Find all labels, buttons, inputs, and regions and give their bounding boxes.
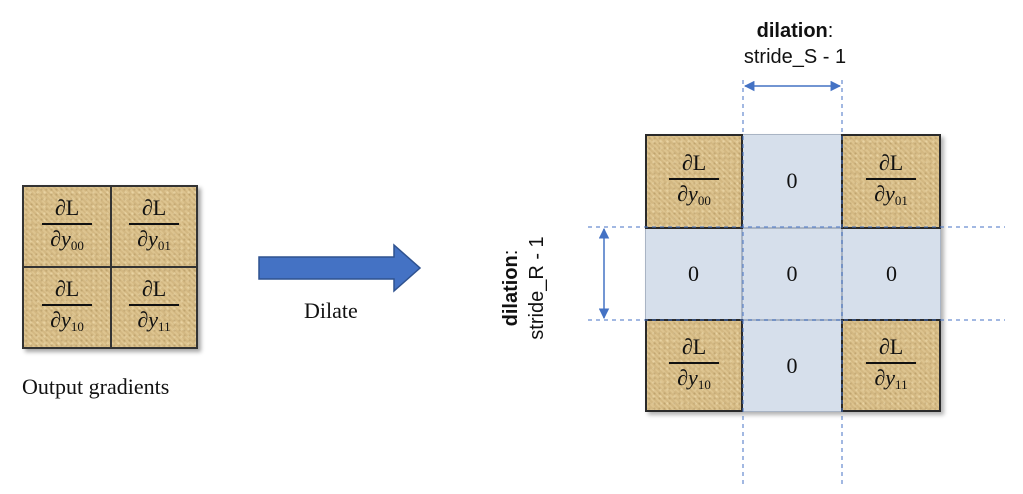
grad-numerator: ∂L (681, 149, 707, 175)
grad-numerator: ∂L (878, 333, 904, 359)
grad-denominator-var: y (885, 180, 895, 206)
grad-numerator: ∂L (141, 194, 167, 220)
grad-denominator-var: y (61, 306, 71, 332)
grad-numerator: ∂L (54, 275, 80, 301)
dilation-stride-s: stride_S - 1 (743, 46, 847, 68)
grad-numerator: ∂L (681, 333, 707, 359)
dilation-stride-r: stride_R - 1 (526, 236, 548, 340)
zero-cell: 0 (742, 228, 842, 320)
dilated-grid: 0 0 0 0 0 ∂L ∂y00 ∂L ∂y01 ∂L ∂y10 ∂L ∂y1… (645, 134, 941, 412)
grad-numerator: ∂L (141, 275, 167, 301)
grad-cell-01: ∂L ∂y01 (111, 186, 197, 267)
output-gradients-caption: Output gradients (22, 374, 170, 399)
grad-denominator-var: y (148, 306, 159, 332)
dilated-grad-cell-01: ∂L ∂y01 (841, 134, 941, 229)
dilation-left-label: dilation: stride_R - 1 (498, 213, 550, 363)
grad-denominator-sub: 10 (70, 318, 84, 334)
grad-denominator-var: y (61, 225, 71, 251)
grad-denominator-var: y (885, 364, 896, 390)
grad-denominator-sub: 11 (895, 376, 908, 392)
grad-denominator-var: y (688, 180, 698, 206)
zero-cell: 0 (645, 228, 742, 320)
output-gradients-grid: ∂L ∂y00 ∂L ∂y01 ∂L ∂y10 ∂L ∂y11 (22, 185, 198, 349)
dilation-title: dilation (756, 20, 828, 42)
dilate-label: Dilate (304, 298, 358, 323)
dilated-grad-cell-10: ∂L ∂y10 (645, 319, 743, 412)
grad-denominator-var: y (688, 364, 698, 390)
grad-cell-00: ∂L ∂y00 (23, 186, 111, 267)
dilation-title: dilation (500, 255, 522, 327)
grad-denominator-sub: 00 (70, 237, 84, 253)
dilate-arrow-icon (258, 243, 422, 293)
grad-cell-10: ∂L ∂y10 (23, 267, 111, 348)
grad-denominator-sub: 00 (697, 192, 711, 208)
grad-denominator-sub: 10 (697, 376, 711, 392)
grad-denominator-sub: 11 (158, 318, 171, 334)
grad-numerator: ∂L (878, 149, 904, 175)
grad-denominator-var: y (148, 225, 158, 251)
grad-numerator: ∂L (54, 194, 80, 220)
dilation-top-label: dilation: stride_S - 1 (720, 18, 870, 70)
grad-denominator-sub: 01 (157, 237, 171, 253)
grad-denominator-sub: 01 (894, 192, 908, 208)
grad-cell-11: ∂L ∂y11 (111, 267, 197, 348)
dilated-grad-cell-11: ∂L ∂y11 (841, 319, 941, 412)
dilated-grad-cell-00: ∂L ∂y00 (645, 134, 743, 229)
zero-cell: 0 (842, 228, 941, 320)
